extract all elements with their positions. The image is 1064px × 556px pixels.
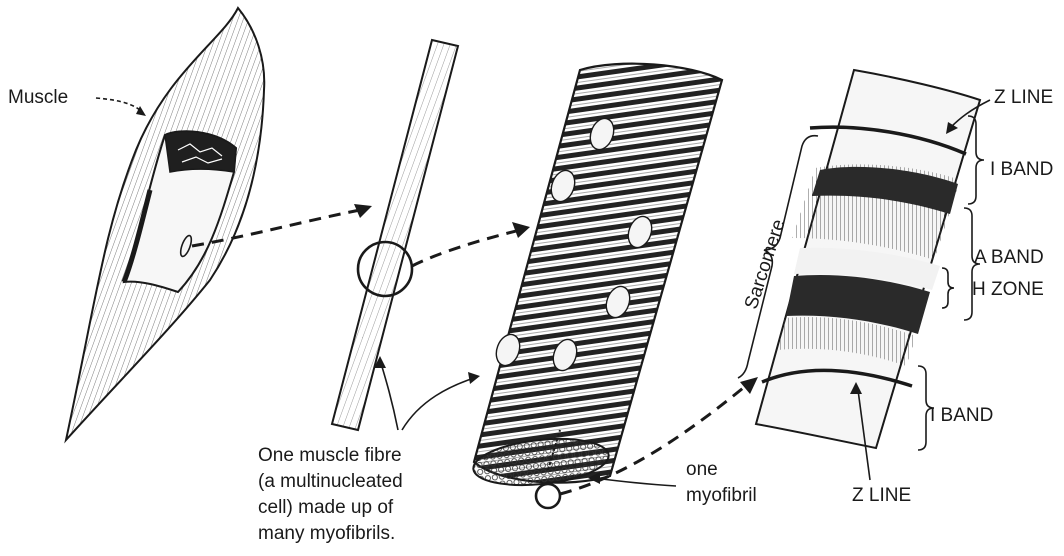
label-a-band: A BAND xyxy=(974,246,1044,270)
fibre-cylinder-drawing xyxy=(471,64,722,508)
label-h-zone: H ZONE xyxy=(972,278,1044,302)
myofibril-magnifier-circle xyxy=(536,484,560,508)
label-z-line-bottom: Z LINE xyxy=(852,484,911,508)
myofibril-sarcomere-drawing xyxy=(756,70,980,448)
label-fibre-caption-line3: cell) made up of xyxy=(258,496,393,520)
arrow-fibre-to-cylinder xyxy=(412,230,520,266)
bracket-h-zone xyxy=(942,268,954,308)
label-fibre-caption-line4: many myofibrils. xyxy=(258,522,395,546)
label-one: one xyxy=(686,458,718,482)
muscle-fibre-drawing xyxy=(332,40,458,430)
label-z-line-top: Z LINE xyxy=(994,86,1053,110)
label-myofibril: myofibril xyxy=(686,484,757,508)
label-fibre-caption-line2: (a multinucleated xyxy=(258,470,403,494)
label-muscle: Muscle xyxy=(8,86,68,110)
label-i-band-top: I BAND xyxy=(990,158,1053,182)
label-fibre-caption-line1: One muscle fibre xyxy=(258,444,402,468)
label-i-band-bottom: I BAND xyxy=(930,404,993,428)
whole-muscle-drawing xyxy=(66,8,264,440)
